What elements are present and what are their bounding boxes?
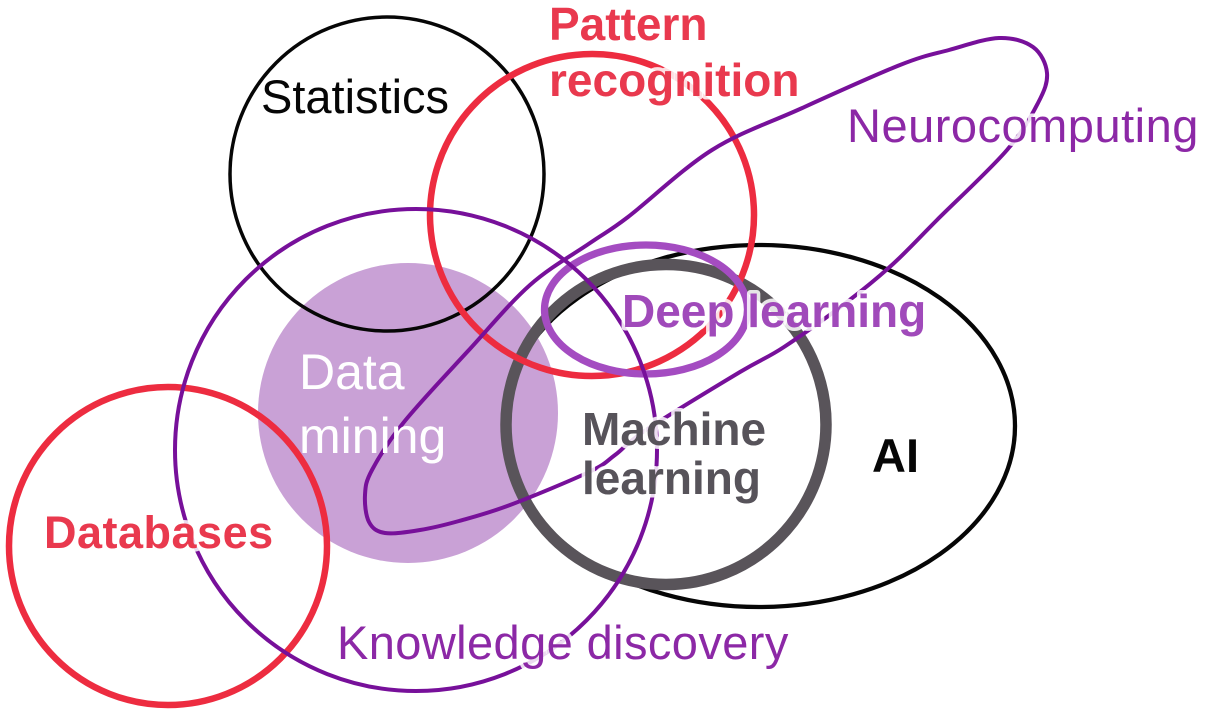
svg-text:Statistics: Statistics xyxy=(261,70,449,123)
svg-text:learning: learning xyxy=(582,452,761,504)
svg-text:Pattern: Pattern xyxy=(549,0,707,50)
svg-text:Machine: Machine xyxy=(582,403,766,455)
svg-text:recognition: recognition xyxy=(549,54,799,106)
svg-text:Databases: Databases xyxy=(44,507,274,558)
svg-text:Deep learning: Deep learning xyxy=(622,285,926,337)
svg-text:Knowledge discovery: Knowledge discovery xyxy=(337,616,789,669)
svg-text:Data: Data xyxy=(299,344,405,400)
svg-text:Neurocomputing: Neurocomputing xyxy=(847,99,1199,152)
svg-text:AI: AI xyxy=(872,429,919,482)
svg-text:mining: mining xyxy=(299,408,446,464)
